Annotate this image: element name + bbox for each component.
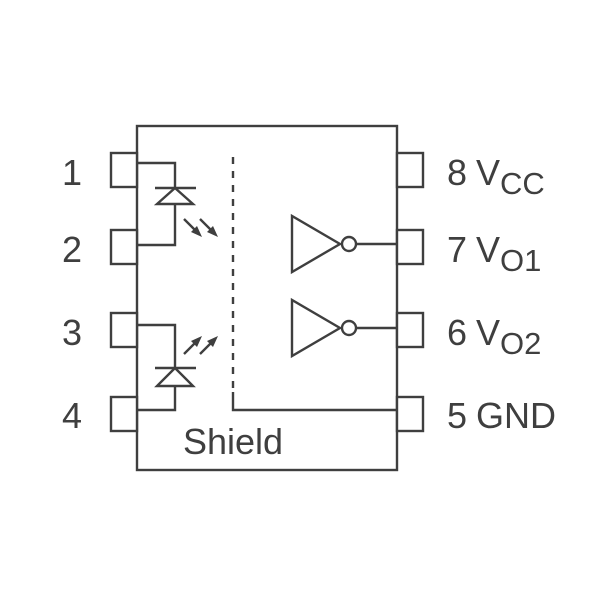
pin-3-tab bbox=[109, 311, 139, 349]
output-inverter-2 bbox=[290, 297, 397, 359]
pin-3-number: 3 bbox=[62, 312, 82, 353]
pin-8-tab bbox=[395, 151, 425, 189]
package-body bbox=[135, 124, 399, 472]
pin-6-tab bbox=[395, 311, 425, 349]
pin-4-number: 4 bbox=[62, 395, 82, 436]
shield-ground-line bbox=[231, 392, 397, 412]
output-inverter-1 bbox=[290, 213, 397, 275]
pin-7-tab bbox=[395, 228, 425, 266]
pin-4-tab bbox=[109, 395, 139, 433]
pin-2-number: 2 bbox=[62, 229, 82, 270]
led-2-light-arrows bbox=[183, 336, 218, 355]
input-led-2 bbox=[137, 323, 196, 412]
shield-label: Shield bbox=[183, 421, 283, 462]
pin-2-tab bbox=[109, 228, 139, 266]
input-led-1 bbox=[137, 161, 197, 247]
pin-1-number: 1 bbox=[62, 152, 82, 193]
pin-1-tab bbox=[109, 151, 139, 189]
led-1-light-arrows bbox=[183, 218, 218, 237]
pin-5-tab bbox=[395, 395, 425, 433]
